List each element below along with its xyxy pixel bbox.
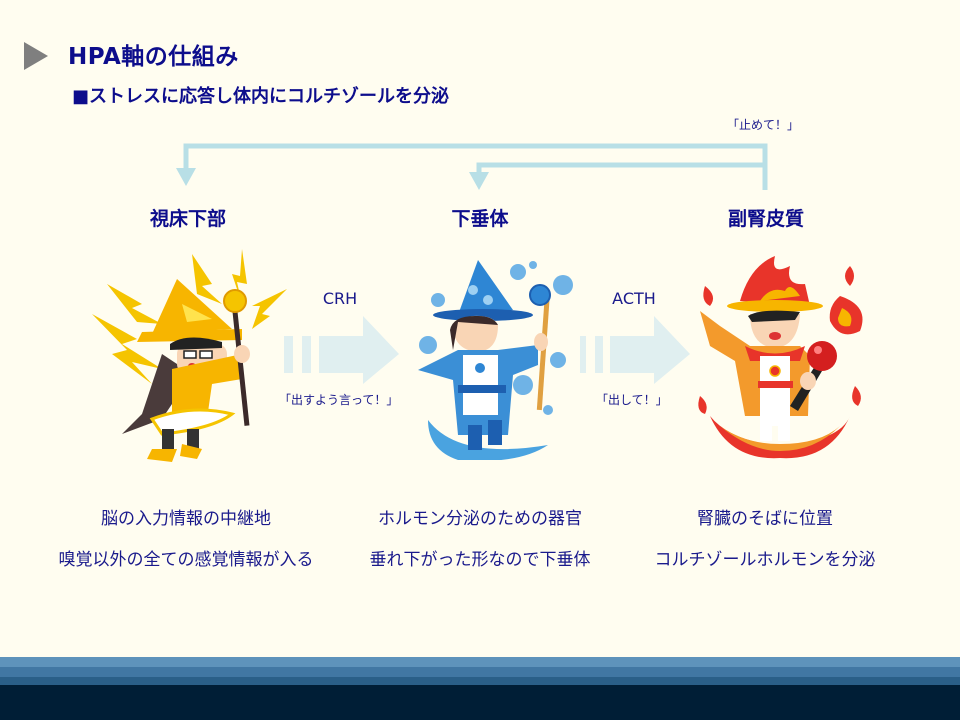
node-label-hypothalamus: 視床下部 (149, 208, 226, 230)
page-title: HPA軸の仕組み (68, 44, 239, 70)
lightning-wizard-icon (92, 249, 287, 462)
flow-quote-crh: 「出すよう言って！」 (279, 393, 399, 407)
hormone-label-acth: ACTH (612, 289, 656, 308)
pituitary-description-1: ホルモン分泌のための器官 (378, 509, 582, 529)
fire-wizard-icon (698, 256, 863, 459)
node-label-adrenal-cortex: 副腎皮質 (727, 208, 804, 230)
pituitary-description-2: 垂れ下がった形なので下垂体 (369, 550, 591, 570)
adrenal-cortex-description-1: 腎臓のそばに位置 (697, 509, 833, 529)
feedback-arrows (176, 143, 768, 190)
footer-band-4 (0, 685, 960, 720)
hormone-label-crh: CRH (322, 289, 358, 308)
flow-arrow-acth-icon (580, 316, 690, 384)
footer-band-2 (0, 667, 960, 677)
flow-arrow-crh-icon (284, 316, 399, 384)
water-wizard-icon (418, 260, 573, 460)
footer-band-3 (0, 677, 960, 685)
adrenal-cortex-description-2: コルチゾールホルモンを分泌 (654, 550, 876, 570)
page-subtitle: ■ストレスに応答し体内にコルチゾールを分泌 (72, 86, 450, 107)
hypothalamus-description-2: 嗅覚以外の全ての感覚情報が入る (58, 550, 314, 570)
footer-band-1 (0, 657, 960, 667)
feedback-label: 「止めて！」 (727, 118, 800, 132)
node-label-pituitary: 下垂体 (451, 208, 509, 230)
title-marker-triangle-icon (24, 42, 48, 70)
hypothalamus-description-1: 脳の入力情報の中継地 (101, 509, 271, 529)
flow-quote-acth: 「出して！」 (596, 393, 668, 407)
